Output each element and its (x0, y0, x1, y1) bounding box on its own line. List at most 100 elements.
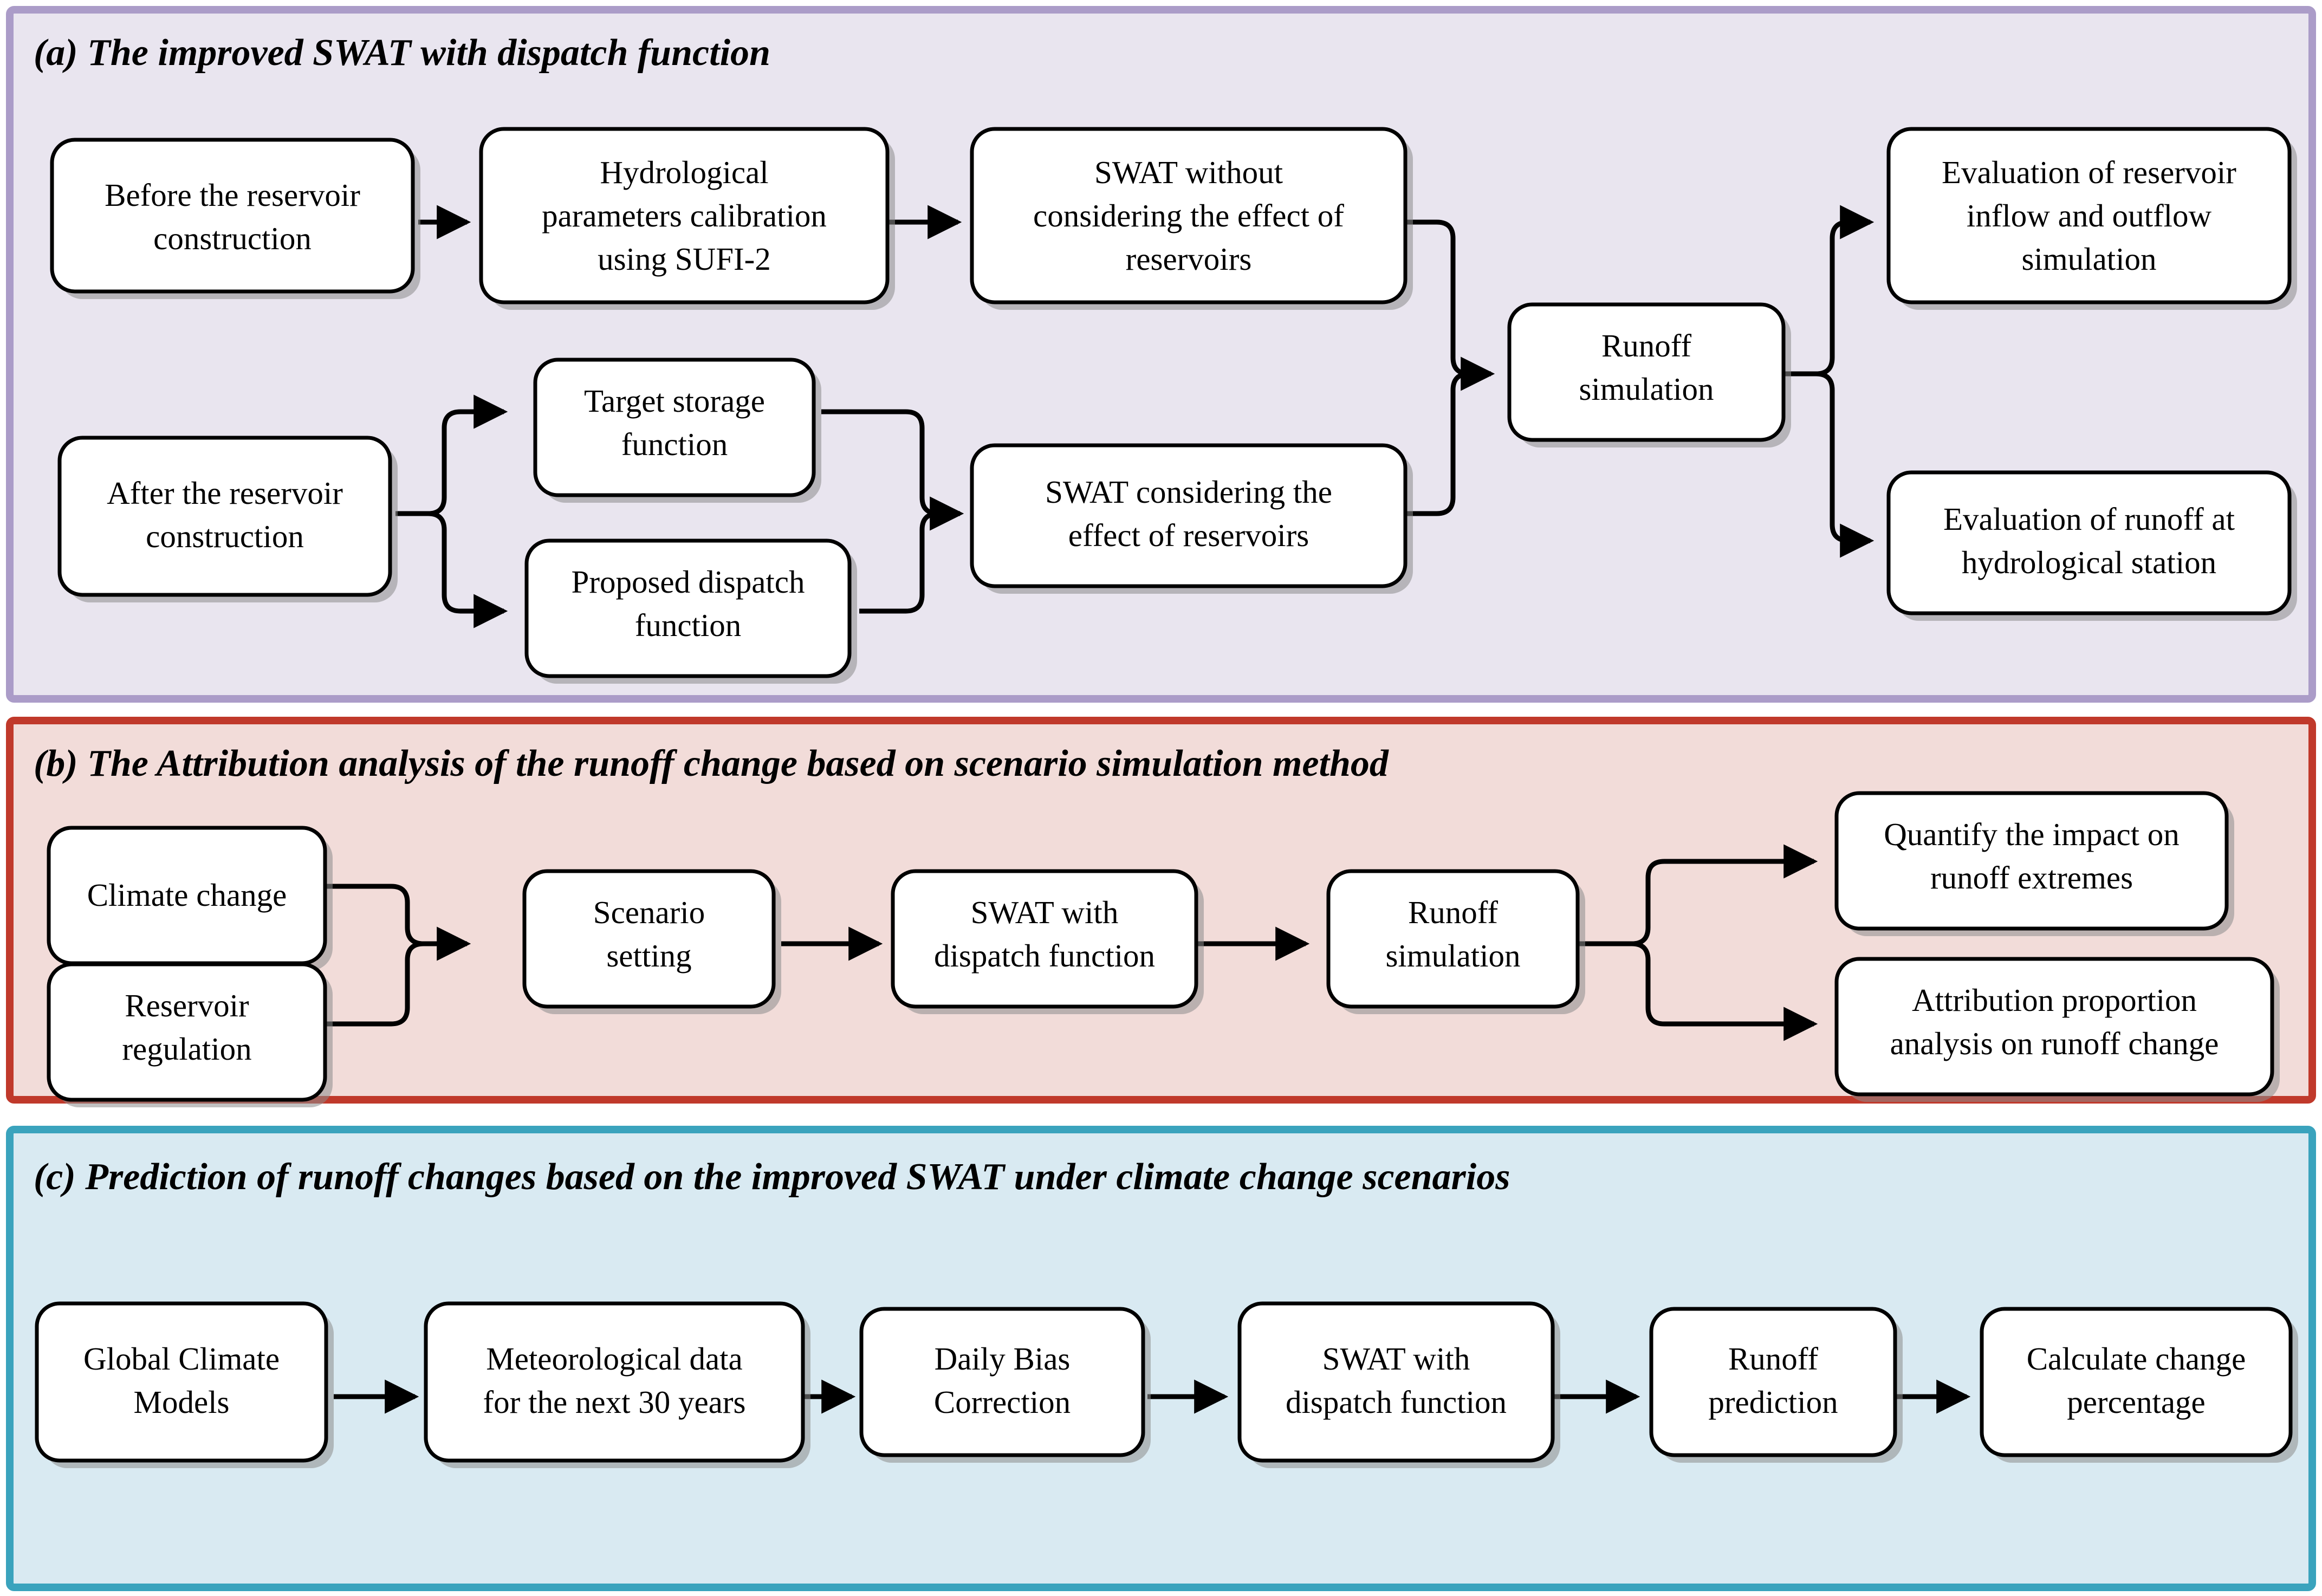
node-a9: Evaluation of reservoir inflow and outfl… (1886, 127, 2297, 310)
panel-a-title: (a) The improved SWAT with dispatch func… (34, 32, 770, 74)
node-c5: Runoff prediction (1649, 1307, 1903, 1463)
node-c4-line2: dispatch function (1286, 1384, 1507, 1420)
node-a4: After the reservoir construction (57, 436, 398, 602)
node-c3-line1: Daily Bias (935, 1341, 1071, 1377)
node-b4-box (891, 869, 1198, 1009)
node-a1-line1: Before the reservoir (105, 177, 360, 213)
node-a8-line2: simulation (1579, 371, 1714, 407)
node-c6-line1: Calculate change (2027, 1341, 2246, 1377)
node-a9-line2: inflow and outflow (1967, 198, 2212, 233)
node-a1-line2: construction (153, 220, 312, 256)
node-c6-line2: percentage (2067, 1384, 2205, 1420)
node-b2-line2: regulation (122, 1031, 251, 1067)
node-a5-box (533, 358, 816, 497)
node-a7-line2: effect of reservoirs (1068, 517, 1309, 553)
node-b5: Runoff simulation (1326, 869, 1585, 1014)
node-b7-line1: Attribution proportion (1912, 982, 2197, 1018)
node-a7: SWAT considering the effect of reservoir… (970, 443, 1413, 594)
node-a7-box (970, 443, 1408, 588)
edge-a4-a6 (427, 511, 508, 628)
node-b2: Reservoir regulation (47, 962, 333, 1107)
node-c1-line1: Global Climate (83, 1341, 280, 1377)
node-a8-line1: Runoff (1601, 328, 1691, 364)
node-b2-box (47, 962, 327, 1102)
node-c6-box (1980, 1307, 2293, 1457)
panel-b: (b) The Attribution analysis of the runo… (6, 717, 2316, 1107)
node-a9-box (1886, 127, 2292, 304)
node-a2: Hydrological parameters calibration usin… (479, 127, 895, 310)
node-b7: Attribution proportion analysis on runof… (1834, 957, 2280, 1102)
edge-a4-a5 (427, 394, 508, 516)
edge-a7-a8 (1404, 371, 1470, 516)
node-a9-line1: Evaluation of reservoir (1942, 154, 2236, 190)
edge-b2-merge (325, 941, 424, 1027)
node-a3: SWAT without considering the effect of r… (970, 127, 1413, 310)
panel-c-frame (6, 1126, 2316, 1591)
node-a8-box (1507, 302, 1786, 442)
node-b3-box (522, 869, 776, 1009)
node-c4-box (1237, 1301, 1555, 1463)
node-b5-line2: simulation (1385, 938, 1520, 974)
node-c5-line1: Runoff (1728, 1341, 1818, 1377)
node-b3: Scenario setting (522, 869, 781, 1014)
node-a7-line1: SWAT considering the (1045, 474, 1332, 510)
node-a3-box (970, 127, 1408, 304)
node-c3-line2: Correction (934, 1384, 1071, 1420)
node-a1-box (50, 138, 415, 294)
node-a2-box (479, 127, 890, 304)
node-a9-line3: simulation (2021, 241, 2156, 277)
node-a2-line1: Hydrological (600, 154, 768, 190)
node-c2-line2: for the next 30 years (483, 1384, 746, 1420)
node-b3-line2: setting (606, 938, 691, 974)
node-b4: SWAT with dispatch function (891, 869, 1204, 1014)
node-b4-line1: SWAT with (971, 894, 1119, 930)
node-a6: Proposed dispatch function (524, 539, 857, 684)
node-c2: Meteorological data for the next 30 year… (424, 1301, 810, 1468)
edge-a8-a10 (1783, 371, 1875, 558)
node-a10-line2: hydrological station (1962, 544, 2216, 580)
node-b7-box (1834, 957, 2274, 1097)
node-b6-box (1834, 791, 2229, 931)
node-a4-line2: construction (146, 518, 304, 554)
node-b7-line2: analysis on runoff change (1890, 1026, 2219, 1061)
node-c3-box (859, 1307, 1145, 1457)
node-c1-line2: Models (134, 1384, 230, 1420)
edge-b5-b7 (1575, 941, 1818, 1041)
node-b1-line1: Climate change (87, 877, 287, 913)
node-c2-box (424, 1301, 805, 1463)
node-a5-line2: function (621, 426, 728, 462)
node-c4-line1: SWAT with (1322, 1341, 1470, 1377)
node-c2-line1: Meteorological data (486, 1341, 742, 1377)
node-c1: Global Climate Models (35, 1301, 334, 1468)
node-a3-line3: reservoirs (1126, 241, 1252, 277)
node-a2-line2: parameters calibration (542, 198, 827, 233)
node-c1-box (35, 1301, 328, 1463)
node-a5-line1: Target storage (584, 383, 765, 419)
node-b6-line1: Quantify the impact on (1884, 816, 2180, 852)
node-a10: Evaluation of runoff at hydrological sta… (1886, 470, 2297, 621)
panel-b-title: (b) The Attribution analysis of the runo… (34, 743, 1389, 784)
node-a2-line3: using SUFI-2 (598, 241, 771, 277)
node-a4-line1: After the reservoir (107, 475, 343, 511)
node-c6: Calculate change percentage (1980, 1307, 2298, 1463)
node-b2-line1: Reservoir (125, 988, 249, 1023)
panel-a: (a) The improved SWAT with dispatch func… (6, 6, 2316, 703)
node-b5-line1: Runoff (1408, 894, 1498, 930)
node-c3: Daily Bias Correction (859, 1307, 1151, 1463)
node-a8: Runoff simulation (1507, 302, 1791, 447)
node-b6: Quantify the impact on runoff extremes (1834, 791, 2234, 936)
node-a6-box (524, 539, 852, 678)
node-b6-line2: runoff extremes (1930, 860, 2133, 896)
node-a3-line1: SWAT without (1094, 154, 1283, 190)
node-b5-box (1326, 869, 1580, 1009)
edge-a6-a7 (859, 511, 939, 614)
node-a10-box (1886, 470, 2292, 615)
node-a6-line2: function (635, 607, 742, 643)
panel-c-title: (c) Prediction of runoff changes based o… (34, 1156, 1510, 1198)
panel-c: (c) Prediction of runoff changes based o… (6, 1126, 2316, 1591)
node-b3-line1: Scenario (593, 894, 705, 930)
node-a4-box (57, 436, 392, 597)
node-b1: Climate change (47, 826, 333, 971)
